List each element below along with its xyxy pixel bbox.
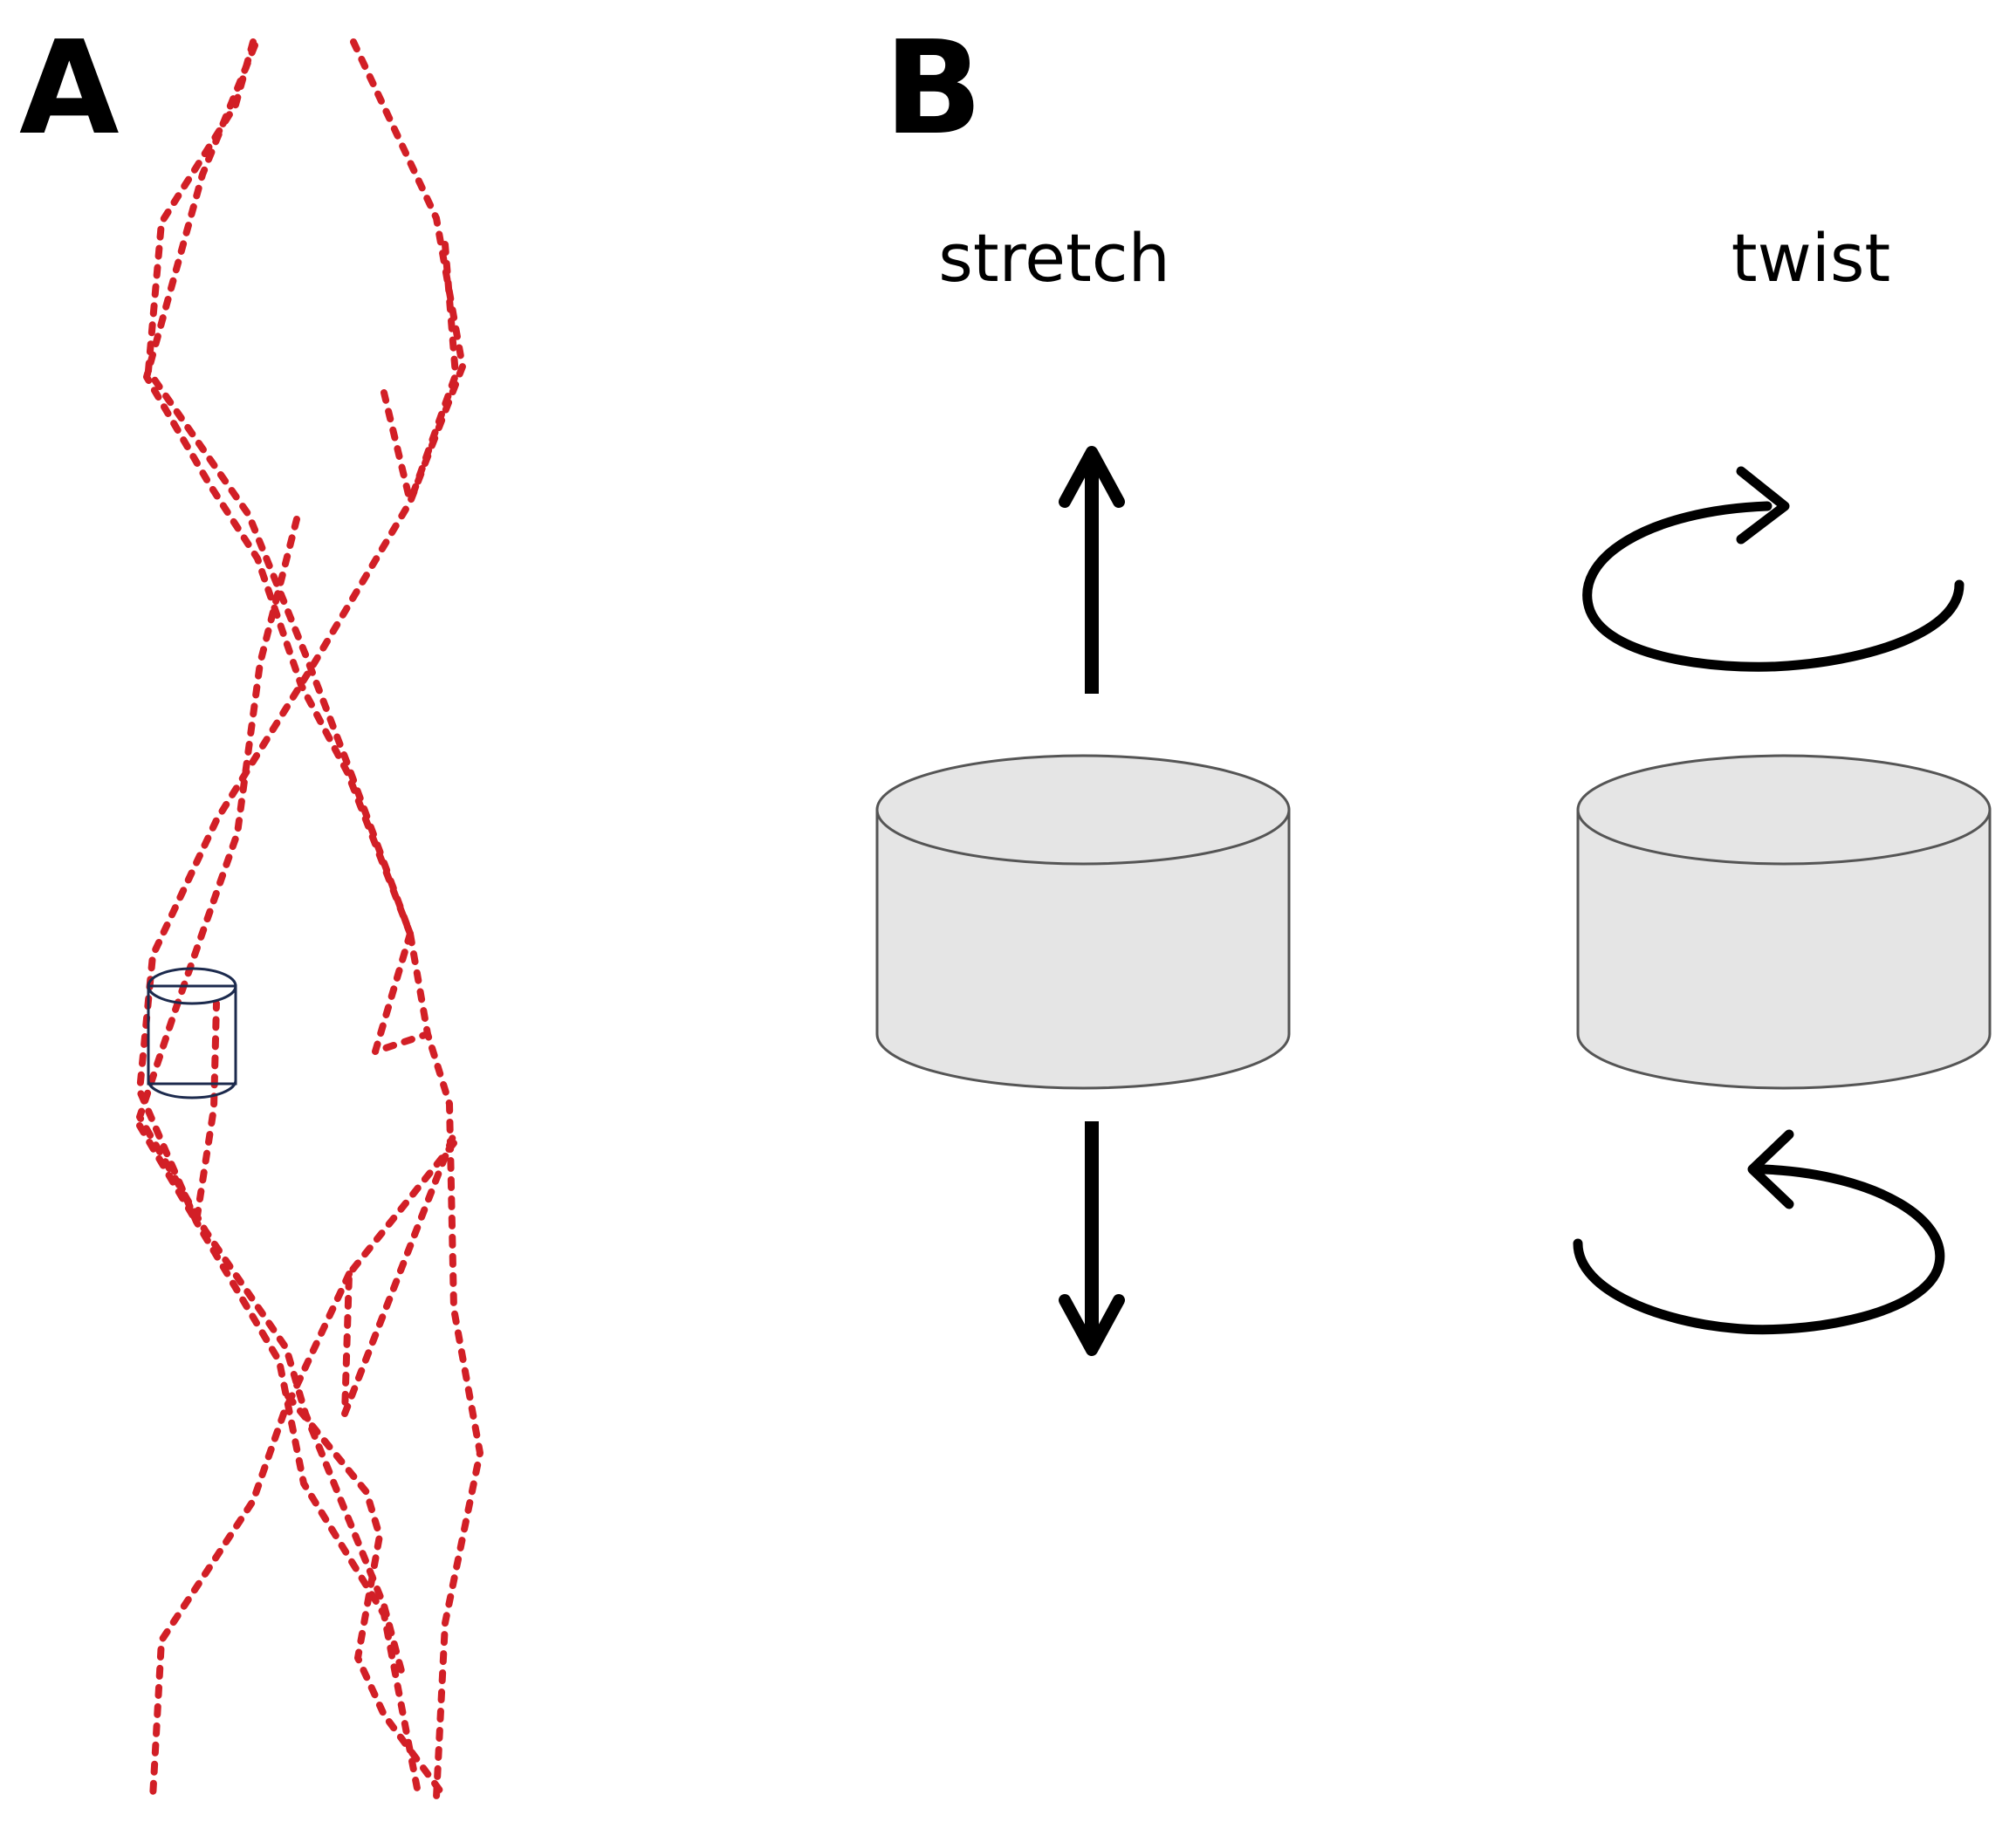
- dna-strand-8: [341, 1131, 457, 1417]
- dna-strand-10: [149, 1271, 353, 1801]
- dna-strand-3: [143, 42, 414, 937]
- twist-illustration: twist: [1573, 219, 1992, 1335]
- down-arrow-icon: [1059, 1121, 1125, 1356]
- counterclockwise-rotation-icon: [1573, 1129, 1945, 1335]
- panel-a-label: A: [19, 13, 120, 163]
- stretch-cylinder: [875, 754, 1291, 1090]
- twist-caption: twist: [1731, 219, 1890, 297]
- panel-b-label: B: [884, 13, 983, 163]
- clockwise-rotation-icon: [1582, 466, 1965, 672]
- twist-cylinder: [1576, 754, 1992, 1090]
- dna-strand-1: [145, 38, 483, 1801]
- dna-double-helix: [136, 38, 483, 1801]
- stretch-caption: stretch: [938, 219, 1169, 297]
- dna-strand-6: [381, 389, 414, 505]
- dna-segment-outline: [147, 967, 237, 1099]
- dna-strand-5: [407, 241, 459, 505]
- dna-strand-11: [285, 1393, 449, 1801]
- stretch-illustration: stretch: [875, 219, 1291, 1356]
- dna-strand-7: [136, 1000, 220, 1225]
- panel-b: B stretch twist: [875, 13, 1992, 1356]
- dna-strand-2: [136, 38, 466, 1801]
- up-arrow-icon: [1059, 446, 1125, 694]
- dna-strand-4: [136, 516, 405, 1675]
- panel-a: A: [19, 13, 483, 1801]
- dna-strand-9: [372, 930, 431, 1055]
